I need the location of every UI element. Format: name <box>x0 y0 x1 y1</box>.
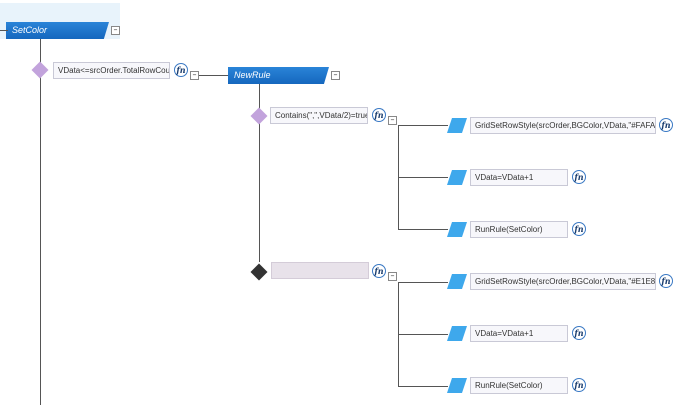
action-icon <box>447 326 467 341</box>
collapse-button-contains[interactable]: – <box>388 116 397 125</box>
condition-diamond-icon <box>250 107 268 125</box>
function-icon[interactable]: fn <box>174 63 188 77</box>
connector <box>398 229 448 230</box>
action-icon <box>447 170 467 185</box>
connector <box>259 84 260 262</box>
collapse-button-newrule[interactable]: – <box>331 71 340 80</box>
connector <box>398 177 448 178</box>
rule-header-newrule[interactable]: NewRule <box>228 67 329 84</box>
connector <box>398 386 448 387</box>
else-diamond-icon <box>250 263 268 281</box>
connector <box>40 39 41 405</box>
action-icon <box>447 378 467 393</box>
function-icon[interactable]: fn <box>572 378 586 392</box>
function-icon[interactable]: fn <box>372 108 386 122</box>
condition-diamond-icon <box>31 61 49 79</box>
action-icon <box>447 274 467 289</box>
function-icon[interactable]: fn <box>372 264 386 278</box>
action-then-1[interactable]: GridSetRowStyle(srcOrder,BGColor,VData,"… <box>470 117 656 134</box>
action-icon <box>447 118 467 133</box>
condition-contains[interactable]: Contains(",",VData/2)=true <box>270 107 368 124</box>
rule-header-setcolor[interactable]: SetColor <box>6 22 109 39</box>
collapse-button-main[interactable]: – <box>190 71 199 80</box>
collapse-button-else[interactable]: – <box>388 272 397 281</box>
condition-else[interactable] <box>271 262 369 279</box>
connector <box>398 125 448 126</box>
connector <box>398 334 448 335</box>
function-icon[interactable]: fn <box>572 170 586 184</box>
condition-main[interactable]: VData<=srcOrder.TotalRowCount <box>53 62 170 79</box>
action-then-2[interactable]: VData=VData+1 <box>470 169 568 186</box>
connector <box>0 30 8 31</box>
function-icon[interactable]: fn <box>572 222 586 236</box>
function-icon[interactable]: fn <box>659 274 673 288</box>
action-icon <box>447 222 467 237</box>
action-else-1[interactable]: GridSetRowStyle(srcOrder,BGColor,VData,"… <box>470 273 656 290</box>
connector <box>199 75 229 76</box>
action-else-2[interactable]: VData=VData+1 <box>470 325 568 342</box>
action-else-3[interactable]: RunRule(SetColor) <box>470 377 568 394</box>
function-icon[interactable]: fn <box>659 118 673 132</box>
collapse-button-setcolor[interactable]: – <box>111 26 120 35</box>
function-icon[interactable]: fn <box>572 326 586 340</box>
connector <box>398 282 448 283</box>
action-then-3[interactable]: RunRule(SetColor) <box>470 221 568 238</box>
